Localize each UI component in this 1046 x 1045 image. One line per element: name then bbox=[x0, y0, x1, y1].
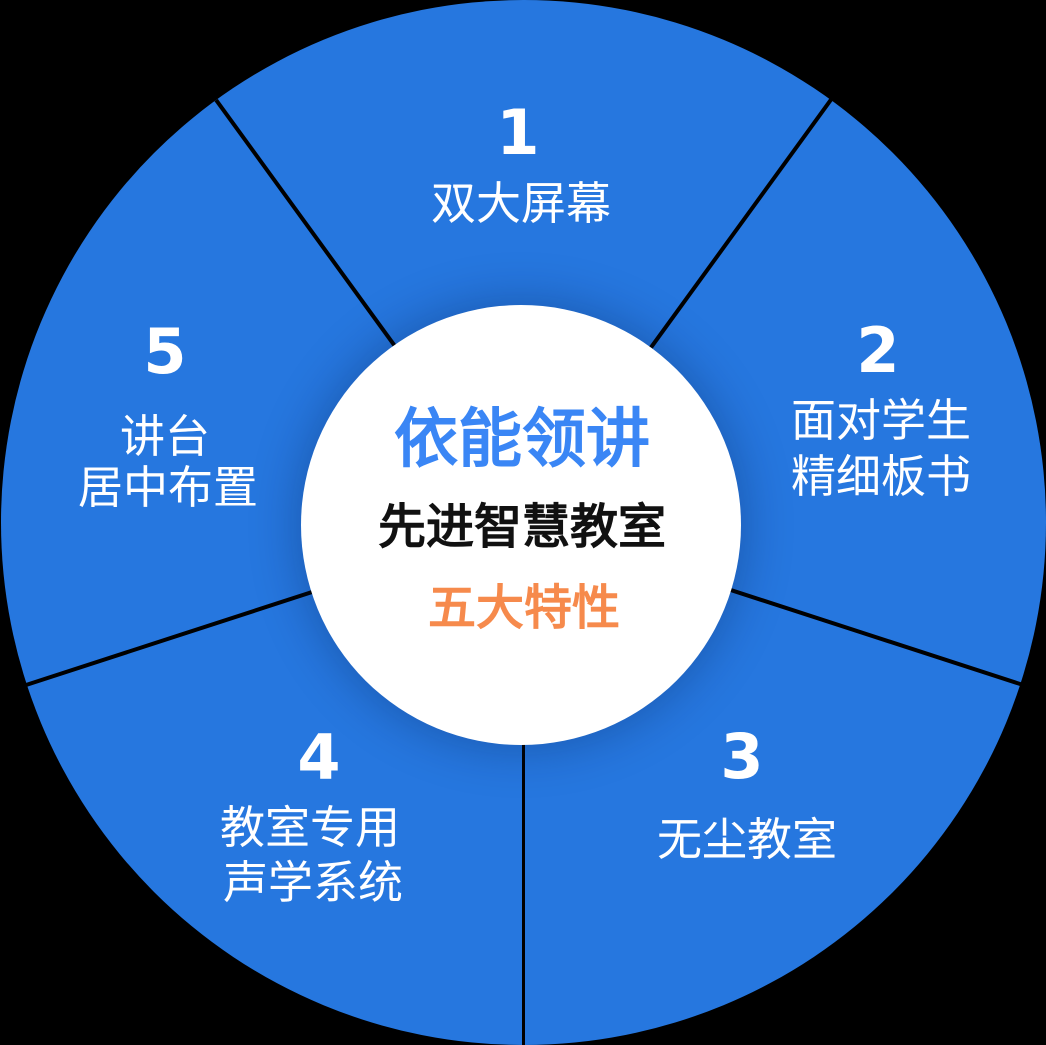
center-hub bbox=[301, 305, 741, 745]
section-2-label-line2: 精细板书 bbox=[790, 450, 972, 503]
section-5-number: 5 bbox=[143, 315, 187, 388]
hub-title: 依能领讲 bbox=[394, 402, 650, 477]
section-1-label: 双大屏幕 bbox=[430, 177, 612, 230]
section-3-number: 3 bbox=[720, 720, 764, 793]
section-3-label: 无尘教室 bbox=[656, 813, 838, 866]
section-2-label-line1: 面对学生 bbox=[790, 394, 972, 447]
sector-divider-3-4 bbox=[521, 523, 526, 1045]
section-5-label-line2: 居中布置 bbox=[77, 461, 259, 514]
section-4-label-line1: 教室专用 bbox=[219, 801, 401, 854]
section-4-number: 4 bbox=[297, 721, 341, 794]
section-1-number: 1 bbox=[496, 96, 540, 169]
section-2-number: 2 bbox=[856, 314, 900, 387]
hub-tagline: 五大特性 bbox=[427, 580, 621, 636]
section-4-label-line2: 声学系统 bbox=[222, 856, 404, 909]
section-5-label-line1: 讲台 bbox=[119, 410, 211, 463]
hub-subtitle: 先进智慧教室 bbox=[377, 499, 667, 555]
